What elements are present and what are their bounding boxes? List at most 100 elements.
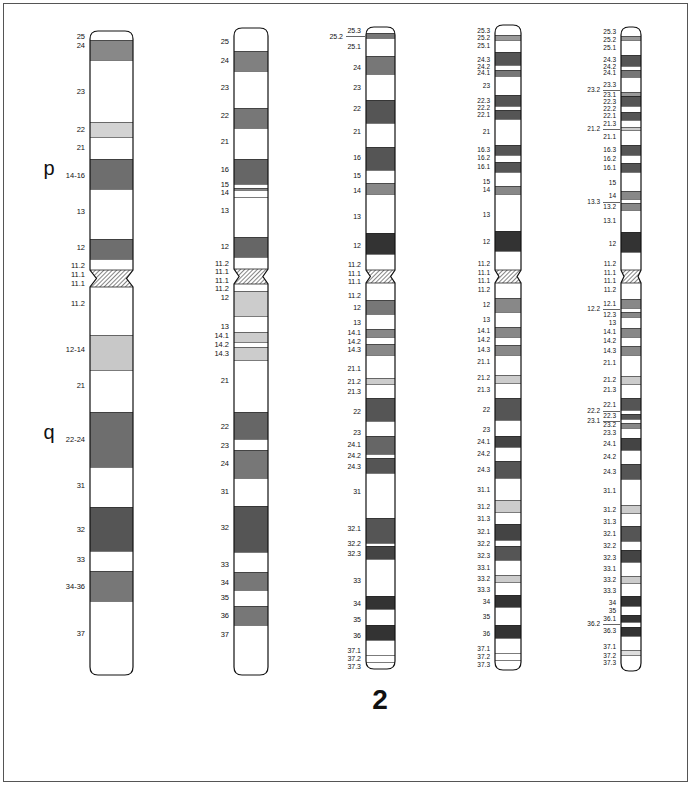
chromosome-band [366, 344, 395, 355]
band-label: 11.2 [478, 287, 490, 294]
band-label: 11.1 [215, 268, 229, 276]
band-boundary [621, 191, 641, 192]
band-label: 11.1 [348, 278, 361, 285]
chromosome-band [495, 500, 521, 512]
band-boundary [366, 100, 395, 101]
band-boundary [234, 128, 268, 129]
chromosome-band [495, 436, 521, 447]
band-label: 21.1 [477, 359, 490, 366]
band-boundary [621, 299, 641, 300]
band-boundary [366, 378, 395, 379]
band-label: 22.2 [603, 106, 616, 113]
band-label: 33.2 [603, 577, 616, 584]
band-label: 31.3 [477, 516, 490, 523]
band-boundary [495, 70, 521, 71]
chromosome-band [621, 145, 641, 155]
band-label: 22 [353, 105, 361, 112]
band-label: 22.1 [603, 113, 616, 120]
band-boundary [495, 560, 521, 561]
band-label: 13 [353, 213, 361, 220]
band-boundary [495, 461, 521, 462]
band-label: 11.1 [71, 280, 85, 288]
band-boundary [234, 606, 268, 607]
arm-label: q [43, 422, 54, 442]
band-boundary [234, 190, 268, 191]
band-boundary [234, 291, 268, 292]
chromosome-band [366, 183, 395, 194]
band-boundary [495, 231, 521, 232]
band-boundary [621, 96, 641, 97]
chromosome-band [366, 546, 395, 559]
band-label: 24.2 [477, 451, 490, 458]
band-label: 13.1 [603, 218, 616, 225]
band-label: 21.1 [603, 360, 616, 367]
band-label: 31 [221, 488, 229, 496]
chromosome-band [621, 70, 641, 77]
band-label: 31.1 [603, 488, 616, 495]
band-label: 14.1 [603, 329, 616, 336]
band-label: 24 [221, 460, 229, 468]
band-label: 24.3 [603, 57, 616, 64]
chromosome-band [621, 398, 641, 410]
band-label: 21.2 [347, 378, 361, 385]
band-label: 31.2 [477, 504, 490, 511]
band-boundary [366, 183, 395, 184]
band-label: 24.1 [477, 439, 490, 446]
band-boundary [366, 337, 395, 338]
band-boundary [621, 172, 641, 173]
band-label: 16.2 [603, 156, 616, 163]
band-boundary [366, 596, 395, 597]
band-label: 14 [609, 193, 616, 200]
band-boundary [621, 145, 641, 146]
band-boundary [90, 159, 133, 160]
band-label: 31 [353, 488, 361, 495]
band-boundary [621, 627, 641, 628]
band-label: 21 [221, 138, 229, 146]
chromosome-band [621, 232, 641, 252]
band-label: 14.3 [477, 347, 490, 354]
chromosome-band [621, 576, 641, 583]
band-label: 14.2 [477, 337, 490, 344]
band-label: 11.2 [215, 260, 229, 268]
band-label: 16.3 [477, 147, 490, 154]
band-label: 32.2 [347, 540, 361, 547]
band-boundary [621, 513, 641, 514]
figure-frame [4, 4, 688, 782]
band-label: 24.3 [347, 463, 361, 470]
band-label: 37.3 [347, 663, 361, 670]
band-label: 37 [221, 631, 229, 639]
chromosome-band [366, 147, 395, 170]
band-boundary [621, 40, 641, 41]
chromosome-ground [495, 25, 521, 670]
band-boundary [621, 636, 641, 637]
band-boundary [621, 410, 641, 411]
band-boundary [621, 464, 641, 465]
band-label: 37.1 [477, 646, 490, 653]
band-boundary [366, 33, 395, 34]
band-boundary [234, 332, 268, 333]
chromosome-band [621, 627, 641, 636]
band-boundary [621, 112, 641, 113]
chromosome-band [621, 376, 641, 384]
band-boundary [495, 638, 521, 639]
band-label: 11.1 [215, 277, 229, 285]
band-boundary [621, 92, 641, 93]
band-label: 36.2 [587, 621, 600, 628]
band-label: 23 [353, 84, 361, 91]
band-boundary [621, 163, 641, 164]
chromosome-band [495, 162, 521, 172]
band-boundary [90, 189, 133, 190]
chromosome-band [621, 112, 641, 120]
chromosome-band [495, 375, 521, 383]
band-label: 36 [483, 631, 490, 638]
band-boundary [621, 541, 641, 542]
band-boundary [366, 147, 395, 148]
band-label: 32.1 [477, 529, 490, 536]
band-label: 21.2 [587, 126, 600, 133]
band-boundary [234, 197, 268, 198]
band-label: 34 [609, 600, 616, 607]
band-boundary [234, 552, 268, 553]
chromosome-band [90, 159, 133, 189]
band-label: 15 [609, 180, 616, 187]
band-boundary [495, 95, 521, 96]
